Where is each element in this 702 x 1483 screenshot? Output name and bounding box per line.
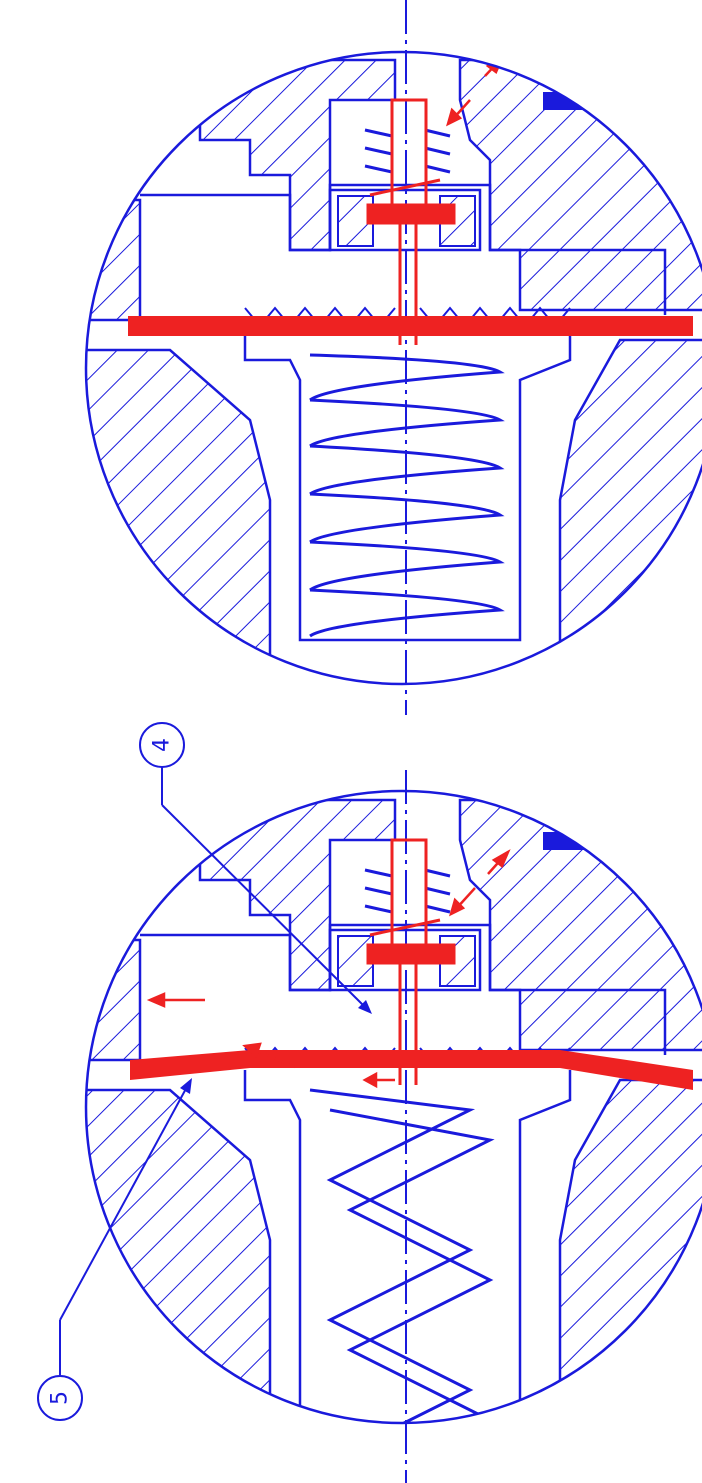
callout-4-balloon: [139, 722, 185, 768]
lower-lower-body-right: [558, 1078, 702, 1423]
upper-small-spring: [364, 128, 451, 174]
lower-housing-left-wall: [86, 938, 142, 1062]
lower-valve-part: [366, 838, 456, 1085]
upper-diaphragm: [128, 316, 693, 336]
callout-4-arrowhead: [358, 1000, 372, 1014]
callout-5-arrowhead: [180, 1078, 192, 1094]
lower-valve-guide: [328, 928, 482, 992]
callout-4-leader-diagonal: [161, 804, 369, 1011]
upper-detail-circle: [84, 50, 702, 686]
lower-spring-cup: [243, 1070, 572, 1423]
upper-spring: [309, 353, 505, 638]
callout-4-label: 4: [150, 738, 175, 752]
callout-5: 5: [37, 1078, 192, 1421]
callout-5-leader-diagonal: [59, 1084, 189, 1321]
lower-chamber-outline: [140, 923, 667, 1055]
lower-detail-circle: [84, 789, 702, 1425]
lower-small-spring: [364, 868, 451, 914]
upper-detail-view: [84, 0, 702, 715]
upper-lower-body-right: [558, 338, 702, 684]
upper-spring-cup: [243, 330, 572, 642]
lower-detail-view: 4 5: [37, 722, 702, 1483]
lower-flow-arrows: [146, 849, 511, 1089]
upper-housing-left-wall: [86, 198, 142, 322]
lower-diaphragm: [130, 1050, 693, 1090]
lower-lower-body-left: [86, 1088, 272, 1423]
upper-chamber-outline: [140, 183, 667, 315]
callout-5-label: 5: [48, 1391, 73, 1405]
upper-lower-body-left: [86, 348, 272, 684]
callout-5-balloon: [37, 1375, 83, 1421]
callout-4: 4: [139, 722, 372, 1014]
upper-valve-guide: [328, 188, 482, 252]
upper-valve-part: [366, 98, 456, 345]
